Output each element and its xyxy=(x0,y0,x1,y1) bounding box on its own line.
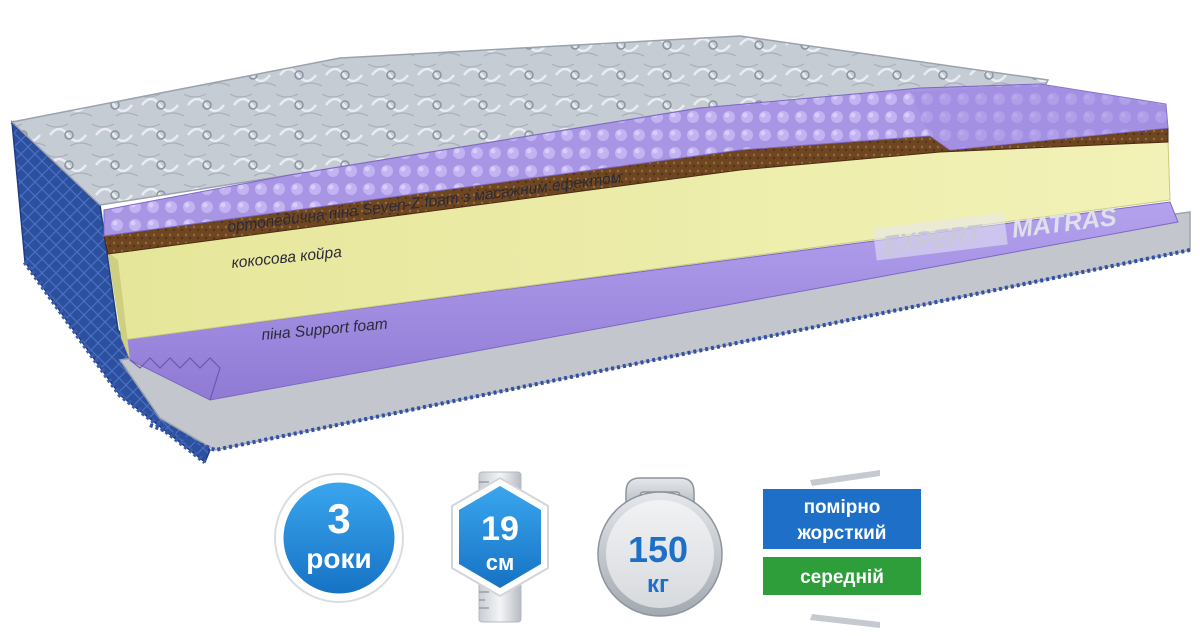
firmness-bottom-panel xyxy=(761,555,923,597)
weight-badge: 150 кг xyxy=(597,477,723,617)
warranty-unit: роки xyxy=(306,543,371,574)
height-unit: см xyxy=(486,550,515,575)
height-number: 19 xyxy=(481,510,519,548)
height-badge: 19 см xyxy=(451,471,549,623)
weight-unit: кг xyxy=(647,571,669,598)
mattress-base-stitch xyxy=(149,248,1191,453)
bottom-lavender-teeth xyxy=(129,357,221,401)
warranty-badge: 3 роки xyxy=(274,473,404,603)
firmness-top-text: помірно xyxy=(804,497,881,518)
firmness-bottom-text: середній xyxy=(800,567,884,588)
weight-number: 150 xyxy=(628,529,688,570)
firmness-middle-text: жорсткий xyxy=(797,523,887,544)
support-foam-side xyxy=(108,252,130,360)
seven-z-foam-zone xyxy=(910,84,1168,150)
firmness-badge: помірно жорсткий середній xyxy=(761,470,923,628)
mattress-side-left xyxy=(11,120,211,464)
warranty-number: 3 xyxy=(327,495,350,542)
mattress-piping-bottom xyxy=(22,260,207,464)
firmness-top-panel xyxy=(761,487,923,551)
